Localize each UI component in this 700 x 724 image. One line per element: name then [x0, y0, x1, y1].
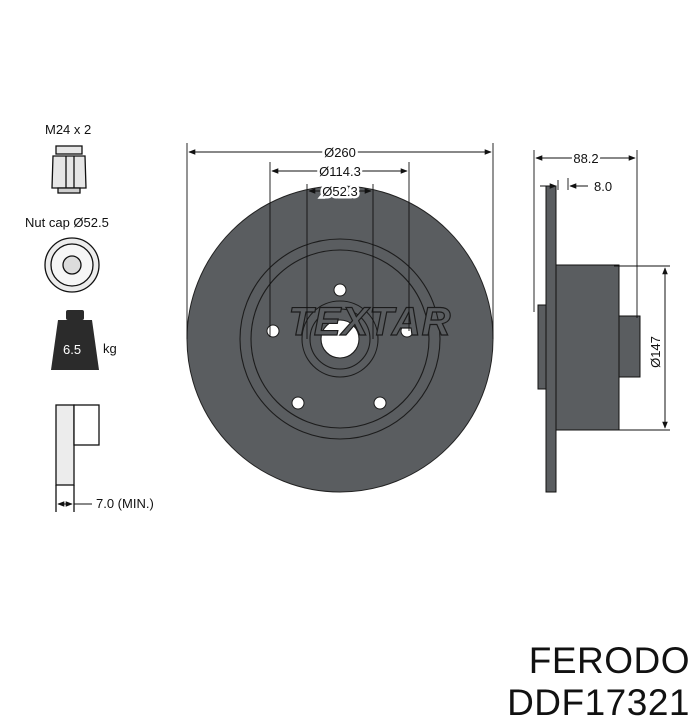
nut-cap-label: Nut cap Ø52.5: [25, 215, 109, 230]
nut-thread-label: M24 x 2: [45, 122, 91, 137]
dim-disc-thickness: 8.0: [594, 179, 612, 194]
disc-bolt-hole: [400, 324, 414, 338]
disc-bolt-hole: [266, 324, 280, 338]
part-number-caption: FERODO DDF17321: [507, 640, 690, 723]
dim-outer-diameter: Ø260: [324, 145, 356, 160]
disc-friction-inner-edge: [239, 238, 441, 440]
dim-center-bore: Ø52.3: [322, 184, 357, 199]
disc-center-ring: [301, 300, 379, 378]
dim-pcd: Ø114.3: [319, 164, 361, 179]
weight-unit: kg: [103, 341, 117, 356]
dim-hub-diameter: Ø147: [648, 336, 663, 368]
side-dimension-arrows: [535, 155, 668, 429]
brand-watermark: TEXTAR: [288, 300, 451, 344]
disc-hat: [250, 249, 430, 429]
side-flange: [618, 315, 641, 378]
disc-center-bore: [320, 319, 360, 359]
brake-disc-technical-drawing: M24 x 2 Nut cap Ø52.5 6.5 kg 7.0 (MIN.): [25, 122, 670, 512]
disc-extension-lines: [186, 143, 494, 339]
side-hat: [555, 264, 620, 431]
weight-icon: [51, 310, 99, 370]
dim-overall-height: 88.2: [573, 151, 598, 166]
brake-disc-side-view: [537, 185, 641, 493]
nut-cap-icon: [44, 237, 100, 293]
side-extension-lines: [533, 150, 670, 431]
disc-bolt-hole: [291, 396, 305, 410]
min-thickness-icon: [55, 404, 100, 512]
disc-center-flange: [309, 308, 371, 370]
disc-dimension-arrows: [188, 149, 492, 194]
disc-bolt-hole: [373, 396, 387, 410]
brake-disc-front-view: TEXTAR: [186, 185, 494, 493]
nut-icon: [51, 145, 87, 194]
side-hub-inner-boss: [537, 304, 547, 390]
disc-bolt-hole: [333, 283, 347, 297]
weight-value: 6.5: [63, 342, 81, 357]
side-disc-plate: [545, 185, 557, 493]
min-thickness-label: 7.0 (MIN.): [96, 496, 154, 511]
